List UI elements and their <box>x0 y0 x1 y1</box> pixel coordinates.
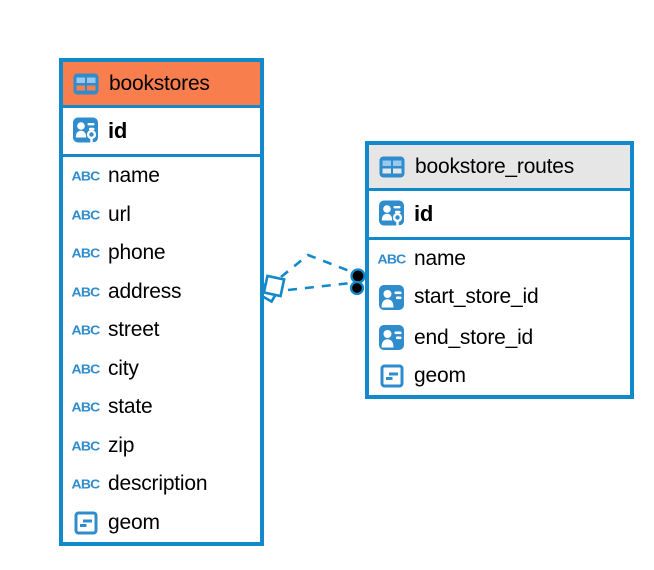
column-row[interactable]: ABC city <box>63 350 260 389</box>
column-row[interactable]: ABC name <box>369 240 630 277</box>
table-icon <box>377 156 406 178</box>
table-name: bookstore_routes <box>415 154 575 178</box>
text-type-icon: ABC <box>71 168 101 184</box>
column-row[interactable]: ABC url <box>63 196 260 235</box>
column-row[interactable]: geom <box>369 358 630 395</box>
text-type-icon: ABC <box>71 284 101 300</box>
column-name: zip <box>108 433 135 457</box>
column-name: name <box>108 164 160 188</box>
column-row[interactable]: ABC state <box>63 388 260 427</box>
text-type-icon: ABC <box>71 399 101 415</box>
column-name: start_store_id <box>414 285 539 309</box>
text-type-icon: ABC <box>71 476 101 492</box>
table-icon <box>71 73 100 95</box>
column-name: street <box>108 318 160 342</box>
column-row[interactable]: ABC street <box>63 311 260 350</box>
relationship-edge-end-store[interactable] <box>287 280 365 296</box>
column-row[interactable]: ABC address <box>63 273 260 312</box>
text-type-icon: ABC <box>71 322 101 338</box>
foreign-key-icon <box>377 324 406 351</box>
column-row[interactable]: ABC zip <box>63 427 260 466</box>
column-name: geom <box>414 364 466 388</box>
column-name: end_store_id <box>414 325 534 349</box>
primary-key-icon <box>377 199 406 230</box>
table-bookstores[interactable]: bookstores id ABC name A <box>59 58 264 546</box>
column-name: state <box>108 395 153 419</box>
column-name: id <box>108 118 128 143</box>
primary-key-icon <box>71 116 100 147</box>
column-name: city <box>108 356 139 380</box>
column-row[interactable]: geom <box>63 504 260 543</box>
column-name: id <box>414 201 434 226</box>
table-name: bookstores <box>109 71 210 95</box>
table-bookstore-routes[interactable]: bookstore_routes id ABC name <box>365 141 634 399</box>
text-type-icon: ABC <box>71 361 101 377</box>
relationship-edge-start-store[interactable] <box>280 253 366 284</box>
text-type-icon: ABC <box>71 438 101 454</box>
table-header-bookstores[interactable]: bookstores <box>63 62 260 108</box>
foreign-key-icon <box>377 284 406 311</box>
geometry-type-icon <box>377 364 406 388</box>
column-row[interactable]: ABC phone <box>63 234 260 273</box>
text-type-icon: ABC <box>377 251 407 266</box>
geometry-type-icon <box>71 511 100 535</box>
column-row[interactable]: ABC description <box>63 465 260 504</box>
column-row-id[interactable]: id <box>369 191 630 240</box>
column-name: geom <box>108 510 160 534</box>
column-row[interactable]: end_store_id <box>369 318 630 358</box>
text-type-icon: ABC <box>71 207 101 223</box>
column-name: address <box>108 279 182 303</box>
column-row[interactable]: ABC name <box>63 157 260 196</box>
column-row-id[interactable]: id <box>63 108 260 157</box>
text-type-icon: ABC <box>71 245 101 261</box>
column-name: phone <box>108 241 166 265</box>
table-header-bookstore-routes[interactable]: bookstore_routes <box>369 145 630 191</box>
relationship-dot-endpoint <box>349 280 365 296</box>
column-name: name <box>414 246 466 270</box>
column-row[interactable]: start_store_id <box>369 277 630 317</box>
relationship-dot-endpoint <box>350 268 366 284</box>
column-name: description <box>108 472 208 496</box>
column-name: url <box>108 202 131 226</box>
